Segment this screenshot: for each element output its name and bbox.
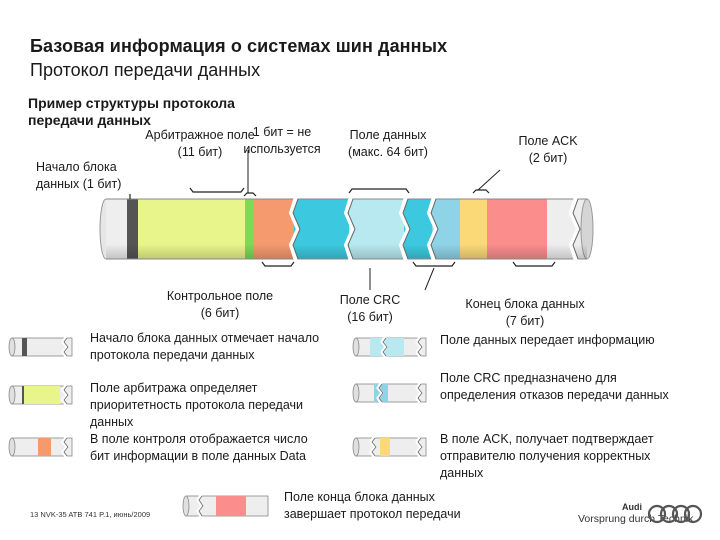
legend-icon-end [182,494,269,518]
bracket-control [261,261,295,267]
main-protocol-bar [99,196,594,262]
legend-text-end: Поле конца блока данных завершает проток… [284,490,461,521]
label-arbitration: Арбитражное поле (11 бит) [145,128,255,159]
bracket-ack [472,189,490,194]
page-subtitle: Протокол передачи данных [30,60,261,80]
bracket-crc [412,261,456,267]
legend-text-control: В поле контроля отображается число бит и… [90,432,308,463]
legend-icon-control [8,436,73,458]
legend-icon-start [8,336,73,358]
section-title: Пример структуры протокола передачи данн… [28,95,235,128]
leaders-bottom [369,267,435,291]
legend-icon-data [352,336,427,358]
label-data: Поле данных (макс. 64 бит) [348,128,428,159]
legend-text-start: Начало блока данных отмечает начало прот… [90,331,320,362]
label-ack: Поле ACK (2 бит) [518,134,578,165]
label-unused-bit: 1 бит = не используется [243,125,321,156]
bracket-end [512,261,556,267]
bracket-unused [243,192,257,197]
break-marks [288,196,581,262]
label-end: Конец блока данных (7 бит) [465,297,585,328]
legend-icon-crc [352,382,427,404]
leaders-top [247,150,501,193]
page-title: Базовая информация о системах шин данных [30,36,448,56]
label-crc: Поле CRC (16 бит) [339,293,401,324]
legend-text-ack: В поле ACK, получает подтверждает отправ… [440,432,654,480]
legend-icon-ack [352,436,427,458]
label-control: Контрольное поле (6 бит) [166,289,274,320]
legend-text-data: Поле данных передает информацию [440,333,655,347]
bracket-data [348,188,410,194]
brackets-top [129,187,490,199]
audi-rings-logo [647,504,703,524]
brackets-bottom [261,261,556,267]
legend-icon-arbitration [8,384,73,406]
bracket-arbitration [189,187,245,193]
legend-text-crc: Поле CRC предназначено для определения о… [440,371,669,402]
footer-text: 13 NVK-35 ATB 741 P.1, июнь/2009 [30,510,151,519]
legend-text-arbitration: Поле арбитража определяет приоритетность… [90,381,304,429]
brand-name: Audi [622,502,642,512]
label-start: Начало блока данных (1 бит) [36,160,122,191]
